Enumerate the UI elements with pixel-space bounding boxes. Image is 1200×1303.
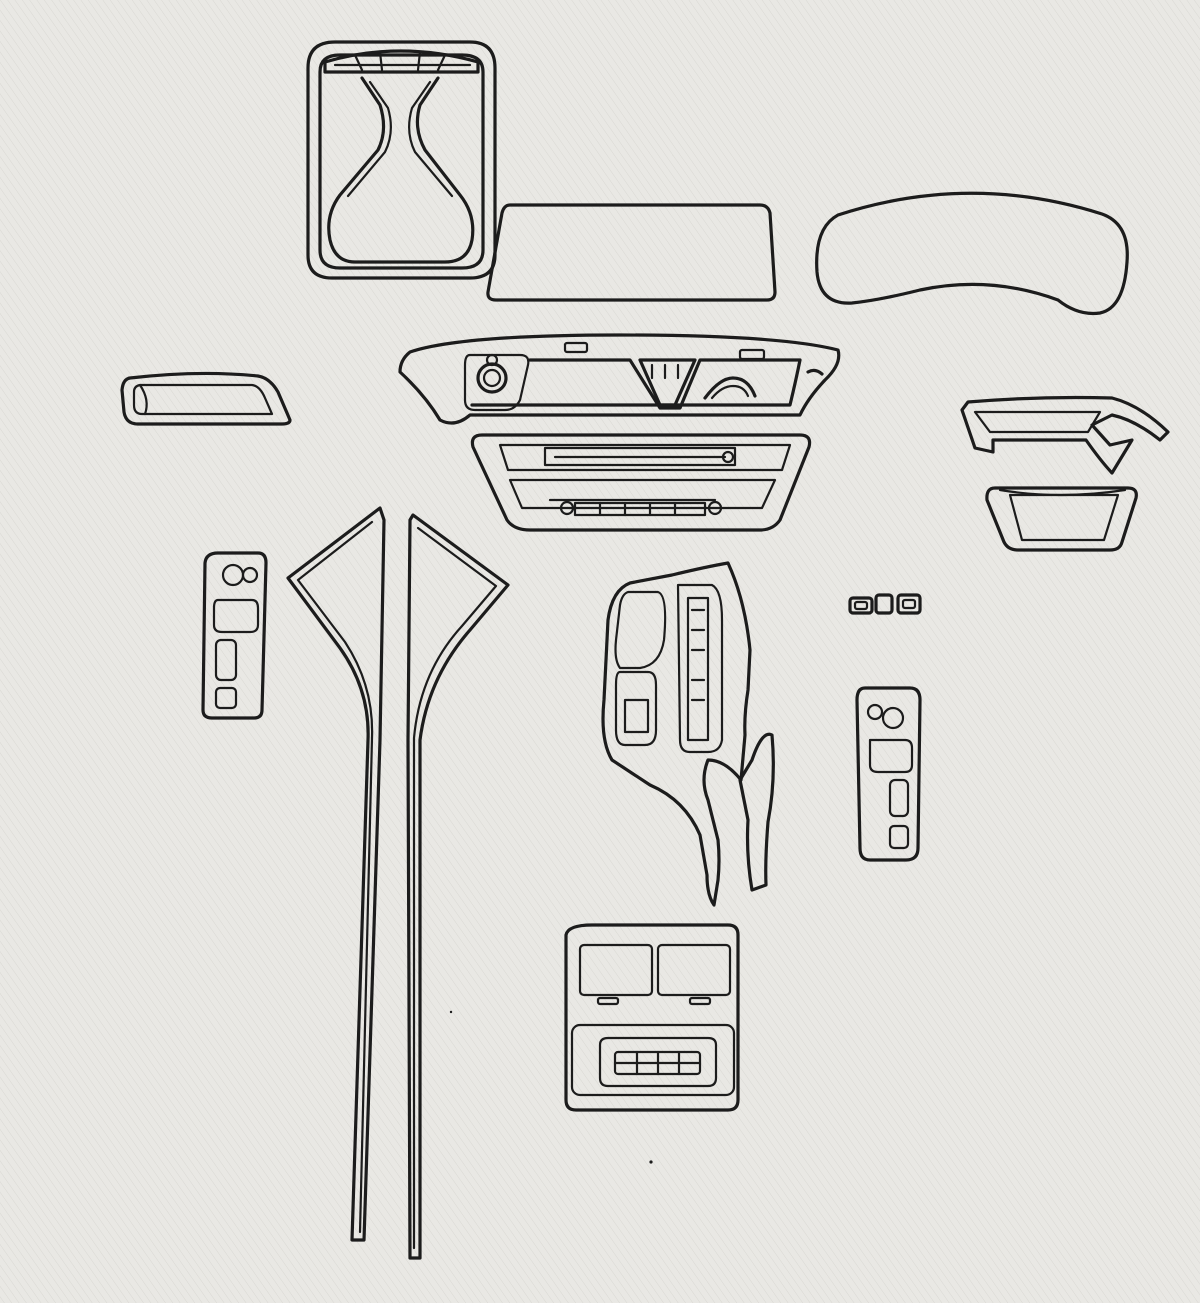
instrument-cluster-trim xyxy=(815,191,1129,316)
right-lower-bezel-trim xyxy=(985,486,1138,552)
right-center-console-side-strip xyxy=(406,513,510,1260)
dashboard-center-vent-trim xyxy=(398,333,841,425)
small-switch-buttons-trim xyxy=(848,593,922,615)
left-door-switch-panel-trim xyxy=(201,551,268,720)
center-display-screen-trim xyxy=(486,203,777,302)
climate-radio-control-panel-trim xyxy=(470,433,812,532)
left-air-vent-trim xyxy=(120,371,292,426)
right-dash-trim xyxy=(960,395,1170,475)
sheet-speck xyxy=(649,1160,653,1164)
gear-shift-console-trim xyxy=(601,561,775,907)
right-door-switch-panel-trim xyxy=(855,686,922,862)
left-center-console-side-strip xyxy=(286,506,386,1242)
rear-climate-control-trim xyxy=(564,923,740,1112)
overhead-console-trim xyxy=(306,40,497,280)
sheet-speck xyxy=(449,1010,453,1014)
